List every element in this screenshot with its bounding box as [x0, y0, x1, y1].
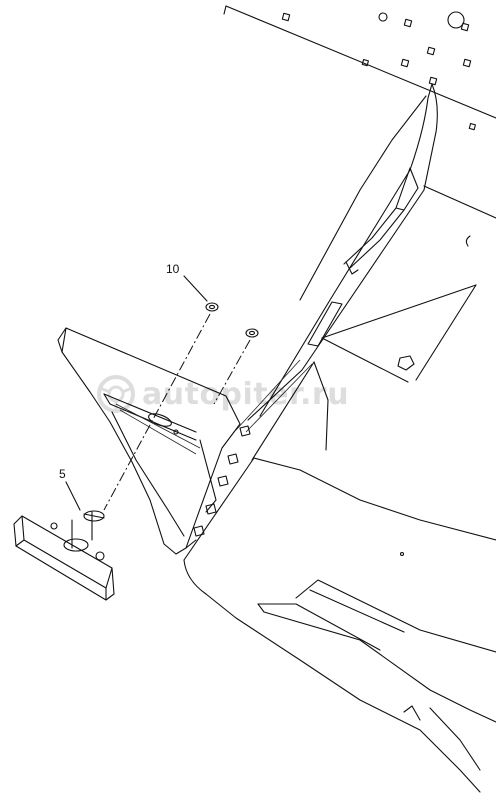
washer-10 [205, 302, 259, 338]
leader-line-10 [183, 275, 208, 302]
reflector-5 [13, 510, 115, 601]
callout-label-5: 5 [59, 467, 66, 481]
diagonal-bracket [235, 83, 438, 433]
upper-panel [223, 5, 496, 383]
side-panel [251, 361, 329, 461]
mudflap [57, 327, 241, 555]
panel-fasteners [281, 11, 476, 371]
lower-body-panel [183, 457, 496, 793]
assembly-centerline [103, 313, 211, 511]
leader-line-5 [65, 481, 81, 511]
bracket-bolts [193, 425, 251, 537]
callout-label-10: 10 [166, 262, 180, 276]
assembly-centerline [213, 339, 251, 405]
